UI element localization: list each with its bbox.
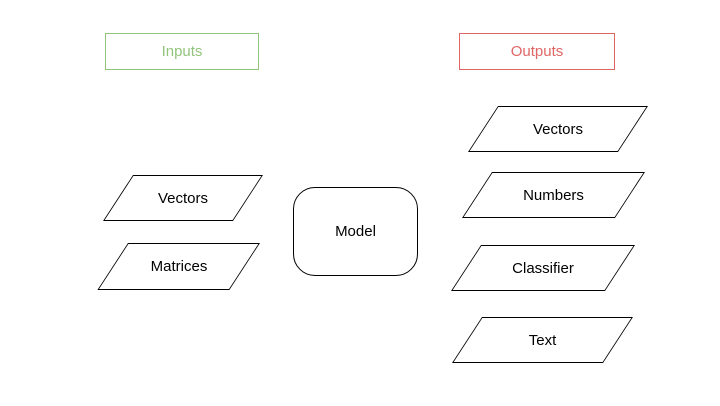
inputs-header-box: Inputs (105, 33, 259, 70)
input-shape-matrices-label: Matrices (150, 258, 208, 275)
input-shape-vectors-label: Vectors (157, 189, 209, 207)
output-shape-numbers: Numbers (462, 172, 645, 218)
input-shape-vectors: Vectors (103, 175, 264, 221)
output-shape-vectors: Vectors (468, 106, 648, 152)
output-shape-classifier-label: Classifier (512, 259, 574, 277)
outputs-header-box: Outputs (459, 33, 615, 70)
output-shape-text-label: Text (528, 331, 557, 349)
output-shape-numbers-label: Numbers (523, 186, 584, 204)
inputs-header-label: Inputs (161, 43, 203, 60)
output-shape-text: Text (452, 317, 633, 363)
outputs-header-label: Outputs (510, 43, 564, 60)
model-box: Model (293, 187, 418, 276)
input-shape-matrices: Matrices (97, 243, 260, 290)
model-label: Model (335, 223, 376, 240)
output-shape-classifier: Classifier (451, 245, 635, 291)
output-shape-vectors-label: Vectors (532, 120, 584, 138)
